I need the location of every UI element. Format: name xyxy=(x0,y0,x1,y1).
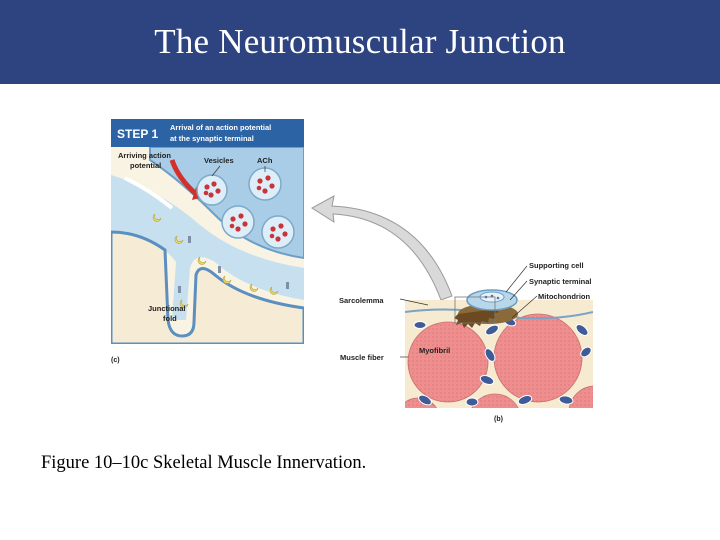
arriving-label-line1: Arriving action xyxy=(118,151,171,160)
panel-b-pointers xyxy=(399,265,538,358)
myofibril xyxy=(407,321,489,403)
synaptic-terminal-b xyxy=(454,289,518,328)
slide-title: The Neuromuscular Junction xyxy=(154,22,566,61)
label-myofibril: Myofibril xyxy=(419,346,450,355)
myofibril xyxy=(568,385,593,408)
cleft-arrow xyxy=(124,176,174,210)
arriving-label-line2: potential xyxy=(130,161,161,170)
label-muscle-fiber: Muscle fiber xyxy=(340,353,384,362)
step-header-bar xyxy=(111,119,304,147)
synaptic-cleft xyxy=(111,175,304,320)
label-mitochondrion: Mitochondrion xyxy=(538,292,590,301)
label-supporting-cell: Supporting cell xyxy=(529,261,584,270)
panel-b-letter: (b) xyxy=(494,416,503,423)
panel-b-muscle-cross-section: Supporting cell Synaptic terminal Mitoch… xyxy=(339,261,593,423)
zoom-arrow xyxy=(311,195,453,301)
vesicles-pointer xyxy=(211,165,221,177)
myofibril xyxy=(405,397,437,408)
vesicles-label: Vesicles xyxy=(204,156,234,165)
step-title-line1: Arrival of an action potential xyxy=(170,123,271,132)
zoom-region-frame xyxy=(454,296,496,324)
step-title-line2: at the synaptic terminal xyxy=(170,134,254,143)
label-synaptic-terminal: Synaptic terminal xyxy=(529,277,592,286)
muscle-fiber-membrane xyxy=(111,230,304,344)
sarcolemma-membrane xyxy=(405,308,593,320)
title-bar: The Neuromuscular Junction xyxy=(0,0,720,84)
membrane-channels xyxy=(178,236,289,293)
ach-receptors xyxy=(152,213,279,308)
action-potential-arrow xyxy=(169,159,198,196)
step-number-label: STEP 1 xyxy=(117,127,158,141)
label-sarcolemma: Sarcolemma xyxy=(339,296,384,305)
panel-c-letter: (c) xyxy=(111,357,120,364)
ach-label: ACh xyxy=(257,156,273,165)
panel-c-step1: STEP 1 Arrival of an action potential at… xyxy=(111,119,304,364)
myofibril xyxy=(471,393,519,408)
junctional-fold-label-line1: Junctional xyxy=(148,304,186,313)
myofibril xyxy=(493,313,583,403)
figure-caption: Figure 10–10c Skeletal Muscle Innervatio… xyxy=(41,453,367,473)
junctional-fold-label-line2: fold xyxy=(163,314,177,323)
